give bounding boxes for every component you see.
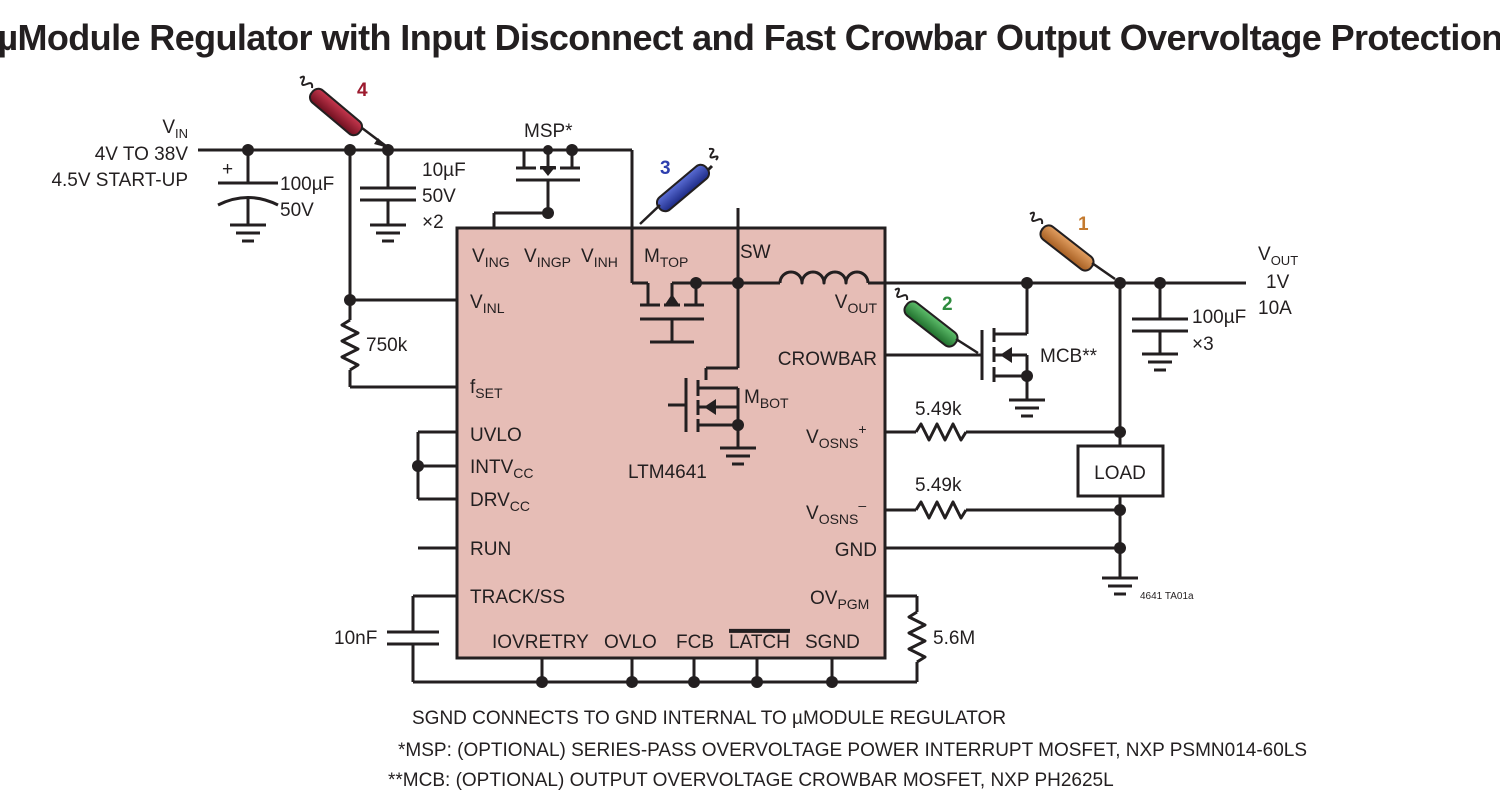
vin-label: VIN <box>162 117 188 141</box>
track-ss-wire <box>387 594 457 682</box>
mtop-mosfet <box>630 228 738 344</box>
mbot-label: MBOT <box>744 387 789 411</box>
ground-symbol <box>1102 576 1138 596</box>
pin-intvcc: INTVCC <box>470 457 534 481</box>
probe-4 <box>299 75 388 148</box>
msp-label: MSP* <box>524 121 573 142</box>
probe-3 <box>639 147 719 225</box>
r-fset-value: 750k <box>366 335 408 356</box>
inductor <box>778 270 870 285</box>
r-sns-plus-value: 5.49k <box>915 399 962 420</box>
probe-4-number: 4 <box>357 80 368 101</box>
load-box <box>1076 444 1165 498</box>
vinl-wire <box>340 150 457 389</box>
cin-ceramic-voltage: 50V <box>422 186 456 207</box>
bottom-bus <box>413 658 917 684</box>
pin-fcb: FCB <box>676 632 714 653</box>
plus-sign: + <box>222 159 233 180</box>
cin-bulk-voltage: 50V <box>280 200 314 221</box>
cin-ceramic-value: 10µF <box>422 160 466 181</box>
msp-mosfet <box>492 150 580 228</box>
probe-2-number: 2 <box>942 294 953 315</box>
vin-range: 4V TO 38V <box>95 144 189 165</box>
pin-ovpgm: OVPGM <box>810 588 869 612</box>
pin-latch: LATCH <box>729 632 790 653</box>
diagram-title: µModule Regulator with Input Disconnect … <box>0 17 1500 58</box>
cout-value: 100µF <box>1192 307 1246 328</box>
pin-vosnsp: VOSNS+ <box>806 421 867 451</box>
pin-ovlo: OVLO <box>604 632 657 653</box>
mbot-mosfet <box>668 366 740 448</box>
vosns-minus-wire <box>885 496 1122 578</box>
pin-vosnsn: VOSNS– <box>806 497 866 527</box>
note-sgnd: SGND CONNECTS TO GND INTERNAL TO µMODULE… <box>412 708 1006 729</box>
cout-count: ×3 <box>1192 334 1214 355</box>
pin-run: RUN <box>470 539 511 560</box>
mtop-label: MTOP <box>644 246 688 270</box>
pin-track: TRACK/SS <box>470 587 565 608</box>
pin-vinh: VINH <box>581 246 618 270</box>
pin-vinl: VINL <box>470 292 505 316</box>
vout-current: 10A <box>1258 298 1292 319</box>
ground-symbol <box>1142 352 1178 372</box>
pin-sgnd: SGND <box>805 632 860 653</box>
r-sns-minus-value: 5.49k <box>915 475 962 496</box>
r-ovpgm-value: 5.6M <box>933 628 975 649</box>
ground-symbol <box>370 223 406 243</box>
probe-1-number: 1 <box>1078 214 1089 235</box>
mcb-label: MCB** <box>1040 346 1098 367</box>
ovpgm-resistor <box>885 594 927 682</box>
vosns-plus-wire <box>885 283 1122 446</box>
mcb-mosfet <box>885 283 1029 400</box>
figure-id: 4641 TA01a <box>1140 591 1194 602</box>
vout-voltage: 1V <box>1266 272 1290 293</box>
cout-capacitor <box>1132 283 1188 354</box>
pin-uvlo: UVLO <box>470 425 522 446</box>
note-mcb: **MCB: (OPTIONAL) OUTPUT OVERVOLTAGE CRO… <box>388 770 1114 791</box>
pin-iovretry: IOVRETRY <box>492 632 589 653</box>
input-rail <box>198 148 634 228</box>
pin-sw: SW <box>740 242 771 263</box>
note-msp: *MSP: (OPTIONAL) SERIES-PASS OVERVOLTAGE… <box>398 740 1307 761</box>
ic-part-number: LTM4641 <box>628 462 707 483</box>
vin-startup: 4.5V START-UP <box>51 170 188 191</box>
pin-drvcc: DRVCC <box>470 490 530 514</box>
c-ss-value: 10nF <box>334 628 377 649</box>
vout-label: VOUT <box>1258 244 1298 268</box>
pin-ving: VING <box>472 246 510 270</box>
cin-bulk-capacitor: + <box>217 150 279 225</box>
probe-3-number: 3 <box>660 158 671 179</box>
ground-symbol <box>230 223 266 243</box>
cin-ceramic-capacitor <box>360 150 416 225</box>
pin-vingp: VINGP <box>524 246 571 270</box>
pin-vout: VOUT <box>835 292 878 316</box>
ground-symbol <box>1009 398 1045 418</box>
pin-crowbar: CROWBAR <box>778 349 877 370</box>
pin-fset: fSET <box>470 377 503 401</box>
cin-bulk-value: 100µF <box>280 174 334 195</box>
ground-symbol <box>720 446 756 466</box>
cin-ceramic-count: ×2 <box>422 212 444 233</box>
probe-2 <box>894 287 979 355</box>
load-label: LOAD <box>1094 463 1146 484</box>
probe-1 <box>1029 211 1116 281</box>
pin-gnd: GND <box>835 540 877 561</box>
